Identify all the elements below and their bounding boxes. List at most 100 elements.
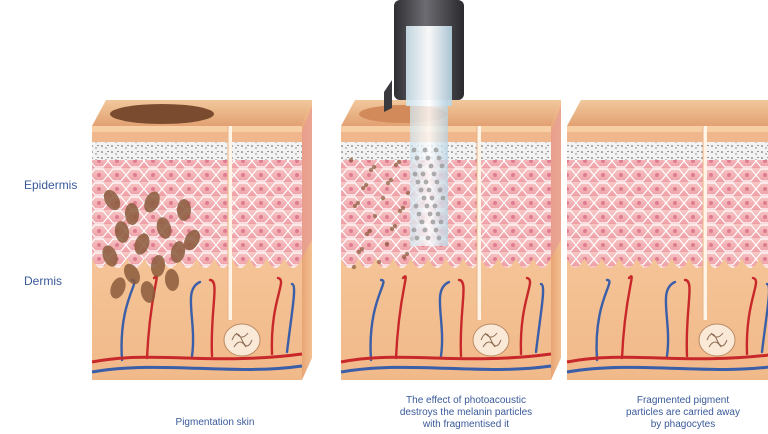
surface-band xyxy=(92,132,302,142)
fragmented-particle xyxy=(411,147,417,153)
stratum-corneum xyxy=(567,142,768,160)
pigment-fragment xyxy=(363,182,369,188)
caption-phagocytes: Fragmented pigment particles are carried… xyxy=(608,395,758,431)
melanin-particle xyxy=(140,281,156,303)
artery-vessel xyxy=(745,276,758,356)
pigment-fragment xyxy=(400,205,406,211)
artery-vessel xyxy=(683,278,691,358)
pigment-fragment xyxy=(380,195,386,201)
pigment-fragment xyxy=(397,208,403,214)
fragmented-particle xyxy=(438,219,444,225)
artery-vessel xyxy=(620,275,633,360)
pigment-fragment xyxy=(392,223,398,229)
vein-plexus xyxy=(340,364,552,374)
caption-line: with fragmentised it xyxy=(422,419,510,430)
surface-pigment-spot xyxy=(110,104,214,124)
caption-line: Fragmented pigment xyxy=(636,395,730,406)
artery-vessel xyxy=(270,276,283,356)
fragmented-particle xyxy=(423,179,429,185)
melanin-particle xyxy=(150,255,166,277)
fragmented-particle xyxy=(425,235,431,241)
fragmented-particle xyxy=(431,171,437,177)
pigment-fragment xyxy=(368,167,374,173)
fragmented-particle xyxy=(424,203,430,209)
artery-vessel xyxy=(394,275,407,360)
dermis-label: Dermis xyxy=(24,274,62,288)
fragmented-particle xyxy=(433,147,439,153)
artery-plexus xyxy=(340,352,552,364)
melanin-particle xyxy=(134,233,150,255)
melanin-particle xyxy=(124,263,140,285)
fragmented-particle xyxy=(413,203,419,209)
handpiece-clip xyxy=(384,80,392,112)
pigment-fragment xyxy=(388,177,394,183)
skin-surface xyxy=(567,100,768,126)
melanin-particle xyxy=(164,269,180,291)
fragmented-particle xyxy=(433,227,439,233)
surface-band xyxy=(567,132,768,142)
fragmented-particle xyxy=(422,147,428,153)
artery-vessel xyxy=(208,278,216,358)
melanin-particle xyxy=(177,199,191,221)
fragmented-particle xyxy=(427,211,433,217)
fragmented-particle xyxy=(414,155,420,161)
melanin-particle xyxy=(102,245,118,267)
fragmented-particle xyxy=(421,195,427,201)
gland-coil xyxy=(480,332,502,348)
skin-block-1 xyxy=(91,100,312,380)
epidermis-cells xyxy=(567,160,768,268)
fragmented-particle xyxy=(435,211,441,217)
pigment-fragment xyxy=(405,190,411,196)
pigment-fragment xyxy=(384,241,390,247)
caption-line: particles are carried away xyxy=(626,407,740,418)
fragmented-particle xyxy=(429,195,435,201)
pigment-fragment xyxy=(359,246,365,252)
pigment-fragment xyxy=(348,157,354,163)
pigment-fragment xyxy=(404,251,410,257)
fragmented-particle xyxy=(437,187,443,193)
fragmented-particle xyxy=(422,227,428,233)
skin-block-2 xyxy=(340,100,561,380)
fragmented-particle xyxy=(426,187,432,193)
melanin-particle xyxy=(156,217,172,239)
vein-vessel xyxy=(760,282,768,354)
pigment-fragment xyxy=(401,254,407,260)
caption-line: The effect of photoacoustic xyxy=(406,395,526,406)
vein-vessel xyxy=(438,280,451,358)
pigment-fragment xyxy=(396,159,402,165)
fragmented-particle xyxy=(436,155,442,161)
fragmented-particle xyxy=(418,187,424,193)
caption-line: destroys the melanin particles xyxy=(399,407,533,418)
caption-photoacoustic: The effect of photoacoustic destroys the… xyxy=(366,395,566,431)
gland-coil xyxy=(231,332,253,348)
melanin-particle xyxy=(110,277,126,299)
stratum-corneum xyxy=(92,142,302,160)
caption-line: Pigmentation skin xyxy=(175,417,255,428)
pigment-fragment xyxy=(385,180,391,186)
fragmented-particle xyxy=(436,235,442,241)
pigment-fragment xyxy=(372,213,378,219)
vein-vessel xyxy=(664,280,677,358)
artery-vessel xyxy=(519,276,532,356)
artery-plexus xyxy=(566,353,768,364)
artery-vessel xyxy=(457,278,465,358)
fragmented-particle xyxy=(412,171,418,177)
pigment-fragment xyxy=(352,203,358,209)
melanin-particle xyxy=(114,221,130,243)
fragmented-particle xyxy=(430,219,436,225)
fragmented-particle xyxy=(428,163,434,169)
skin-block-3 xyxy=(566,100,768,380)
gland-coil xyxy=(706,332,728,348)
vein-plexus xyxy=(566,365,768,374)
fragmented-particle xyxy=(419,219,425,225)
epidermis-side xyxy=(551,106,561,258)
epidermis-cells xyxy=(92,160,306,268)
fragmented-particle xyxy=(440,195,446,201)
fragmented-particle xyxy=(432,203,438,209)
pigment-fragment xyxy=(367,228,373,234)
artery-plexus xyxy=(91,352,303,364)
laser-beam-top xyxy=(406,26,452,106)
vein-vessel xyxy=(369,278,385,362)
caption-line: by phagocytes xyxy=(650,419,716,430)
